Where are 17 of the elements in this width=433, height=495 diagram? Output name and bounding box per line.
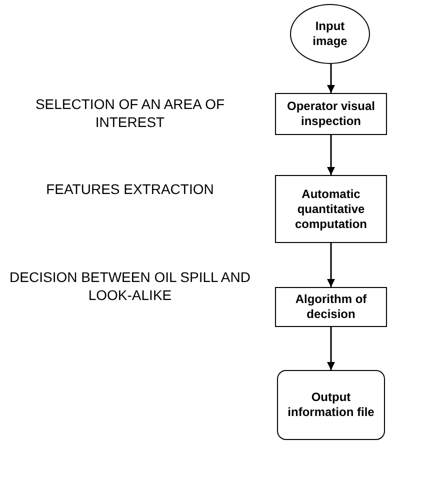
step-description: FEATURES EXTRACTION (45, 180, 215, 198)
process-box (275, 93, 387, 135)
terminal-box (277, 370, 385, 440)
step-description: SELECTION OF AN AREA OF INTEREST (34, 95, 226, 132)
node-text: Output information file (288, 390, 374, 419)
terminal-ellipse (290, 4, 370, 64)
arrow (327, 327, 335, 370)
process-box (275, 175, 387, 243)
arrow (327, 243, 335, 287)
node-text: Operator visual inspection (286, 99, 376, 128)
arrow (327, 64, 335, 93)
step-description: DECISION BETWEEN OIL SPILL AND LOOK-ALIKE (8, 268, 252, 304)
node-text: Algorithm of decision (295, 292, 367, 321)
arrow (327, 135, 335, 175)
node-text: Automatic quantitative computation (295, 186, 367, 230)
node-text: Input image (312, 19, 348, 48)
process-box (275, 287, 387, 327)
